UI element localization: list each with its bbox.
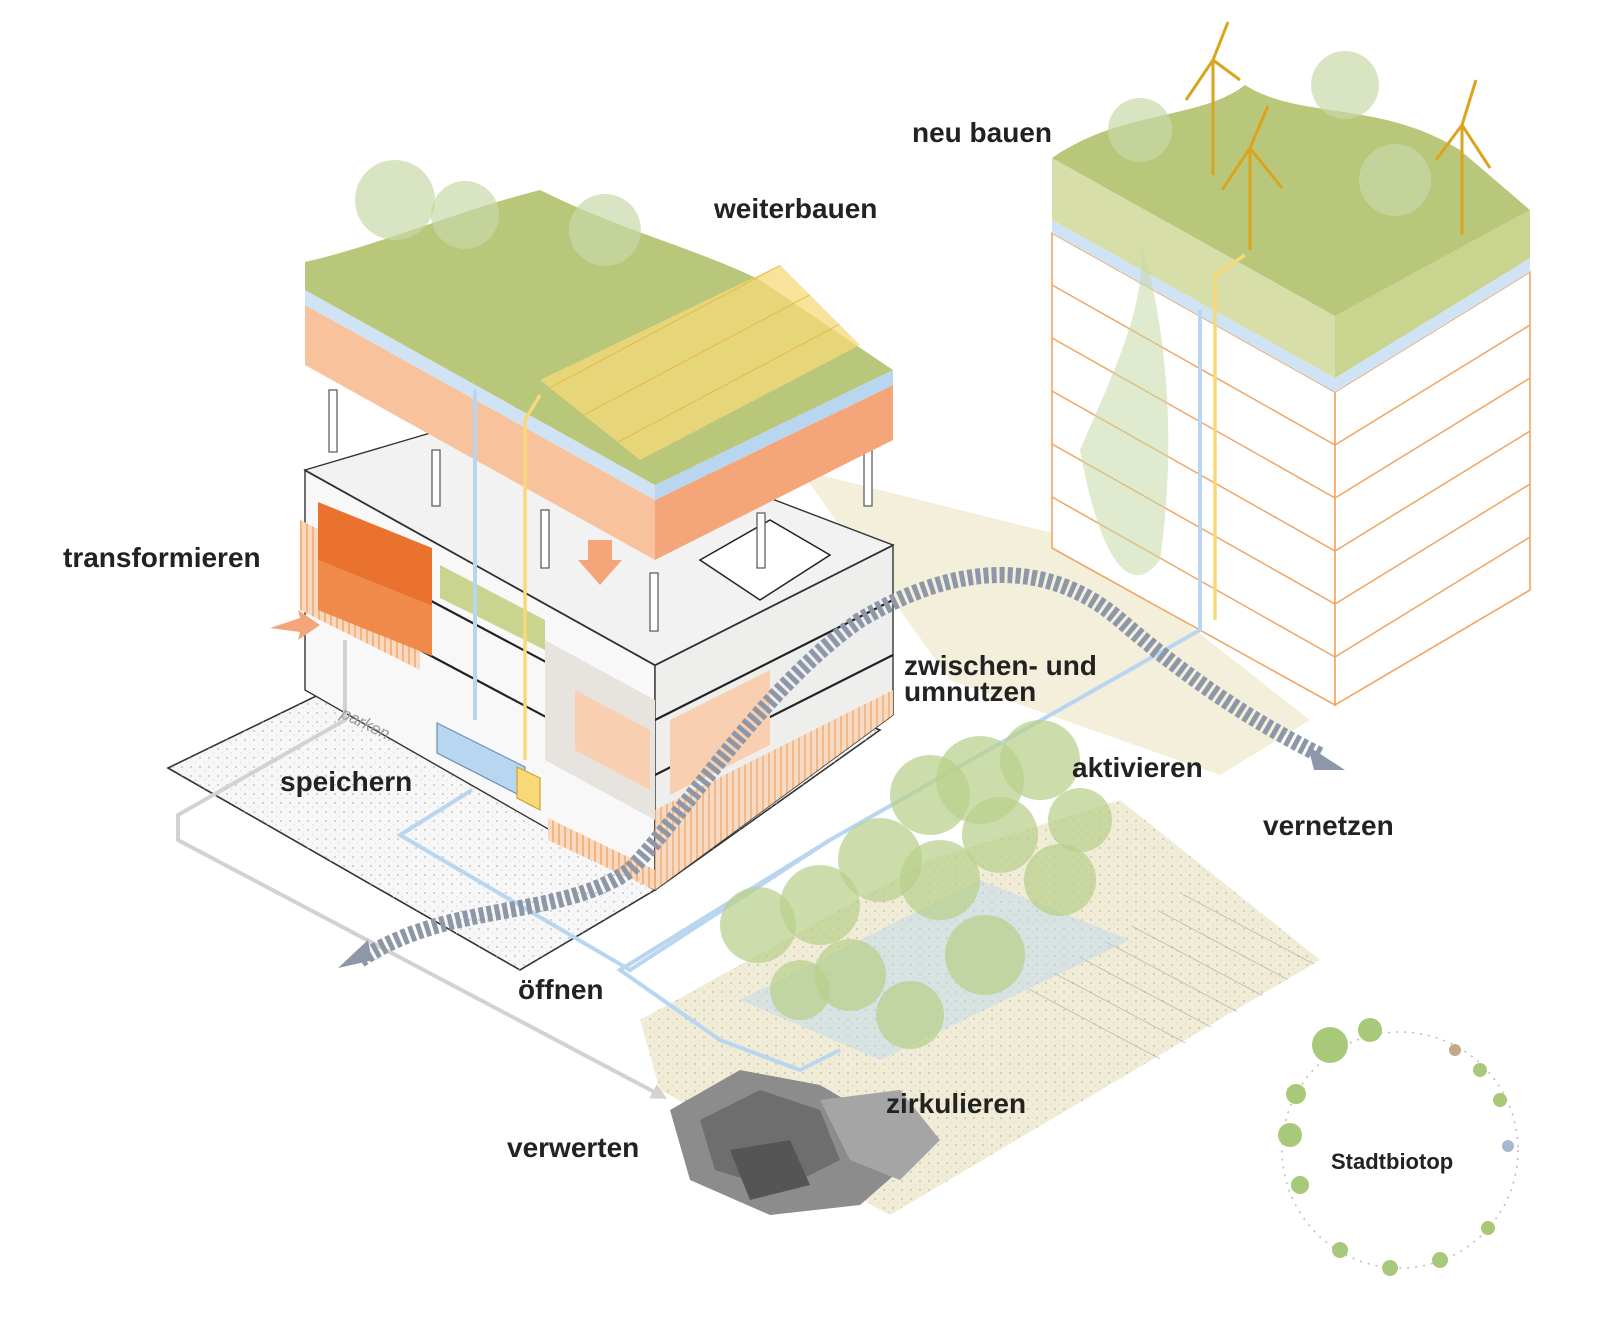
stadtbiotop-cycle bbox=[1278, 1018, 1519, 1276]
new-building bbox=[1051, 85, 1531, 707]
label-speichern: speichern bbox=[280, 766, 413, 797]
network-arrow-heads bbox=[338, 746, 1345, 968]
label-umnutzen: umnutzen bbox=[904, 676, 1037, 707]
label-vernetzen: vernetzen bbox=[1263, 810, 1394, 841]
label-weiterbauen: weiterbauen bbox=[714, 193, 878, 224]
material-flow bbox=[176, 640, 668, 1099]
orange-arrows bbox=[270, 540, 622, 640]
wind-turbines bbox=[1184, 21, 1492, 250]
roof-trees bbox=[355, 51, 1431, 266]
label-oeffnen: öffnen bbox=[518, 974, 604, 1005]
label-stadtbiotop: Stadtbiotop bbox=[1331, 1149, 1454, 1174]
ground-path-beige bbox=[800, 470, 1310, 775]
label-aktivieren: aktivieren bbox=[1072, 752, 1203, 783]
label-transformieren: transformieren bbox=[63, 542, 261, 573]
network-path bbox=[355, 567, 1324, 967]
rubble-pile bbox=[670, 1070, 940, 1215]
green-roof-slab bbox=[305, 190, 893, 560]
label-neu-bauen: neu bauen bbox=[912, 117, 1053, 148]
transform-modules bbox=[300, 502, 545, 670]
park-trees bbox=[720, 720, 1112, 1049]
label-zirkulieren: zirkulieren bbox=[886, 1088, 1027, 1119]
energy-flow bbox=[523, 253, 1246, 760]
label-zwischen-und: zwischen- und bbox=[904, 650, 1097, 681]
label-verwerten: verwerten bbox=[507, 1132, 640, 1163]
support-columns bbox=[328, 389, 873, 632]
